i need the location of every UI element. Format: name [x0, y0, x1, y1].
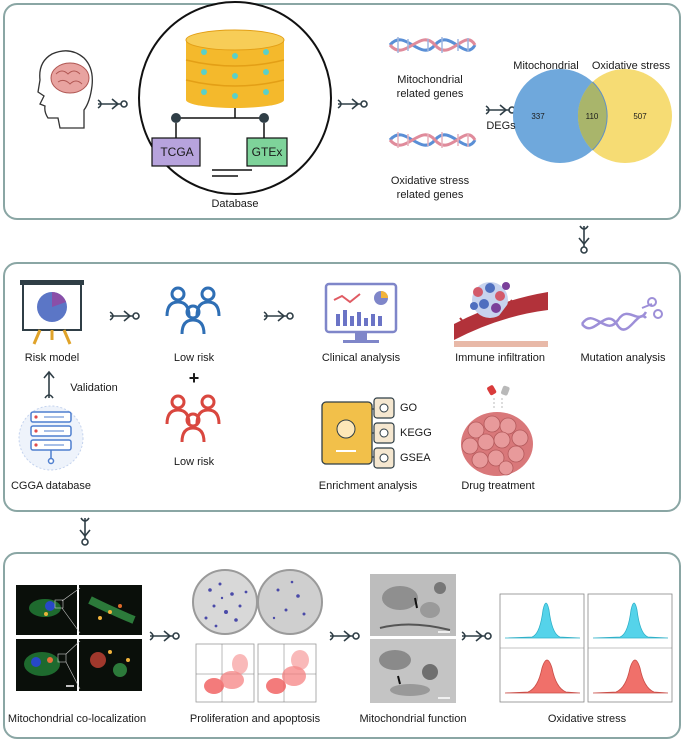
mito-genes-label-line1: Mitochondrial: [397, 74, 463, 86]
low-risk-group-icon: [165, 394, 221, 444]
database-icon: [138, 1, 332, 195]
ox-genes-label-line2: related genes: [396, 189, 464, 201]
venn-circle-mitochondrial: [513, 69, 607, 163]
immune-label: Immune infiltration: [455, 352, 545, 364]
head-brain-icon: [37, 50, 93, 129]
validation-arrow-icon: [43, 370, 55, 399]
arrow-down-icon: [79, 517, 91, 546]
clinical-label: Clinical analysis: [321, 352, 401, 364]
kegg-label: KEGG: [400, 427, 432, 439]
oxidative-histograms: [499, 593, 673, 703]
low-risk-label-1: Low risk: [173, 352, 215, 364]
prolif-label: Proliferation and apoptosis: [189, 713, 321, 725]
venn-left-title: Mitochondrial: [513, 60, 579, 72]
coloc-label: Mitochondrial co-localization: [7, 713, 147, 725]
drug-label: Drug treatment: [461, 480, 535, 492]
low-risk-group-icon: [165, 286, 221, 336]
colony-plates: [192, 569, 323, 635]
arrow-right-icon: [149, 630, 180, 642]
drug-treatment-icon: [461, 385, 533, 476]
enrichment-icon: [321, 397, 395, 469]
gsea-label: GSEA: [400, 452, 431, 464]
risk-model-icon: [20, 280, 84, 345]
arrow-right-icon: [109, 310, 140, 322]
venn-left-count: 337: [531, 112, 545, 121]
mito-genes-label-line2: related genes: [396, 88, 464, 100]
go-label: GO: [400, 402, 418, 414]
function-label: Mitochondrial function: [359, 713, 467, 725]
arrow-right-icon: [329, 630, 360, 642]
venn-right-title: Oxidative stress: [591, 60, 671, 72]
arrow-right-icon: [485, 104, 516, 116]
clinical-monitor-icon: [324, 282, 398, 343]
tcga-label: TCGA: [160, 145, 194, 159]
mutation-label: Mutation analysis: [580, 352, 666, 364]
arrow-right-icon: [263, 310, 294, 322]
dna-icon: [388, 37, 477, 53]
apoptosis-flow-plots: [195, 643, 317, 703]
gtex-label: GTEx: [251, 145, 283, 159]
risk-model-label: Risk model: [24, 352, 80, 364]
low-risk-label-2: Low risk: [173, 456, 215, 468]
cgga-label: CGGA database: [10, 480, 92, 492]
arrow-right-icon: [337, 98, 368, 110]
colocalization-images: [16, 585, 142, 691]
venn-diagram: [513, 69, 672, 163]
degs-label: DEGs: [486, 120, 516, 132]
dna-icon: [388, 132, 477, 148]
database-label: Database: [211, 198, 259, 210]
plus-label: +: [188, 368, 200, 388]
enrichment-label: Enrichment analysis: [318, 480, 418, 492]
arrow-down-icon: [578, 225, 590, 254]
immune-infiltration-icon: [454, 282, 548, 347]
venn-right-count: 507: [633, 112, 647, 121]
cgga-server-icon: [18, 405, 84, 471]
tem-images: [370, 574, 456, 703]
arrow-right-icon: [461, 630, 492, 642]
ox-genes-label-line1: Oxidative stress: [390, 175, 470, 187]
venn-overlap-count: 110: [585, 112, 599, 121]
mutation-dna-icon: [580, 297, 663, 331]
arrow-right-icon: [97, 98, 128, 110]
oxidative-label: Oxidative stress: [547, 713, 627, 725]
validation-label: Validation: [70, 382, 118, 394]
